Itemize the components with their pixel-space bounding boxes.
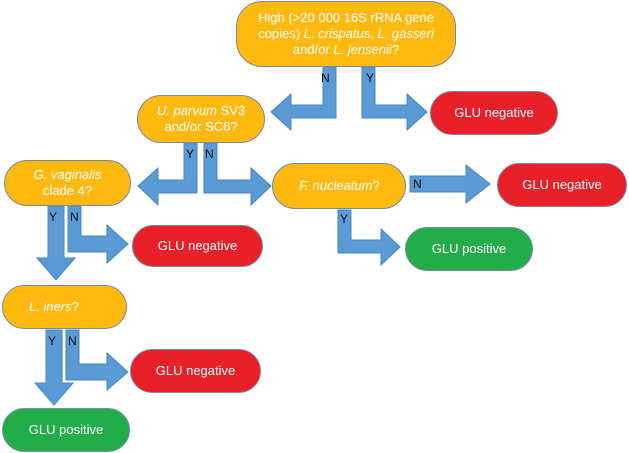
arrow-q3-no <box>67 205 129 265</box>
label-yes-q1: Y <box>366 71 375 85</box>
label-yes-q5: Y <box>48 334 57 348</box>
question-u-parvum-text: U. parvum SV3 and/or SC6? <box>156 103 246 134</box>
result-label: GLU positive <box>431 241 507 256</box>
question-l-iners: L. iners? <box>2 285 127 329</box>
result-glu-negative-4: GLU negative <box>130 349 261 393</box>
arrow-q1-yes <box>361 66 428 132</box>
arrow-q2-no <box>203 142 272 207</box>
arrow-q5-no <box>65 329 129 392</box>
arrow-q1-no <box>270 66 337 132</box>
label-no-q4: N <box>413 177 422 191</box>
question-lactobacillus-text: High (>20 000 16S rRNA gene copies) L. c… <box>258 10 434 57</box>
question-u-parvum: U. parvum SV3 and/or SC6? <box>137 95 265 143</box>
arrow-q3-yes <box>35 205 77 281</box>
result-glu-positive-1: GLU positive <box>405 227 533 271</box>
label-no-q5: N <box>68 334 77 348</box>
result-glu-negative-1: GLU negative <box>430 91 558 135</box>
result-label: GLU negative <box>454 105 534 120</box>
result-label: GLU negative <box>522 177 602 192</box>
label-no-q2: N <box>205 147 214 161</box>
arrow-q5-yes <box>33 329 75 406</box>
label-yes-q4: Y <box>340 212 349 226</box>
label-no-q3: N <box>70 210 79 224</box>
question-f-nucleatum: F. nucleatum? <box>272 163 406 209</box>
arrow-q4-no <box>409 163 491 205</box>
result-glu-negative-3: GLU negative <box>132 225 263 267</box>
question-l-iners-text: L. iners? <box>29 299 79 314</box>
result-glu-negative-2: GLU negative <box>497 163 627 207</box>
question-f-nucleatum-text: F. nucleatum? <box>299 178 380 193</box>
arrow-q4-yes <box>337 209 401 267</box>
result-glu-positive-2: GLU positive <box>2 408 130 452</box>
label-yes-q2: Y <box>186 147 195 161</box>
label-yes-q3: Y <box>49 210 58 224</box>
question-g-vaginalis: G. vaginalis clade 4? <box>4 160 131 206</box>
result-label: GLU negative <box>157 238 238 253</box>
result-label: GLU positive <box>28 422 104 437</box>
label-no-q1: N <box>321 71 330 85</box>
question-g-vaginalis-text: G. vaginalis clade 4? <box>33 167 102 198</box>
question-lactobacillus-high: High (>20 000 16S rRNA gene copies) L. c… <box>236 1 456 67</box>
result-label: GLU negative <box>155 363 236 378</box>
arrow-q2-yes <box>137 142 198 207</box>
